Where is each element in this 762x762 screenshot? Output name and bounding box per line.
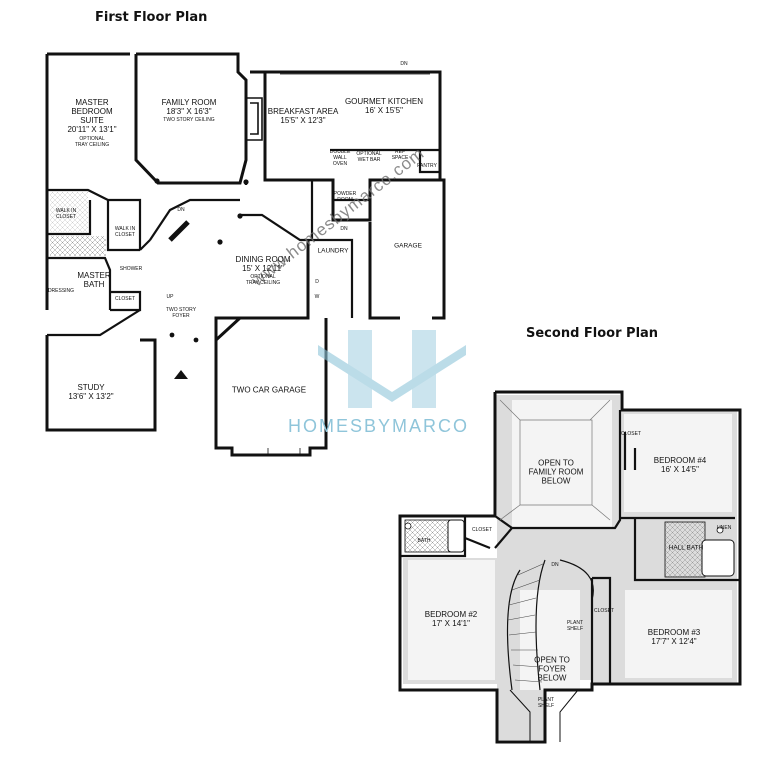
dining-room-note: OPTIONAL TRAY CEILING xyxy=(245,274,281,286)
closet-label: CLOSET xyxy=(114,296,136,302)
first-floor-plan xyxy=(45,52,446,457)
first-floor-title: First Floor Plan xyxy=(95,10,208,25)
stair-treads xyxy=(507,562,546,683)
open-to-family-room-label: OPEN TO FAMILY ROOM BELOW xyxy=(528,458,584,486)
second-floor-outer-wall xyxy=(398,390,742,744)
dryer-label: D xyxy=(315,279,319,285)
two-car-garage-label: TWO CAR GARAGE xyxy=(231,385,307,395)
window-lines xyxy=(280,71,430,75)
up-label: UP xyxy=(166,294,174,300)
garage-door-marks xyxy=(267,448,301,455)
second-floor-title: Second Floor Plan xyxy=(526,326,659,341)
second-floor-interior-walls xyxy=(400,410,740,684)
master-suite-note: OPTIONAL TRAY CEILING xyxy=(74,136,110,148)
walk-in-closet-2-label: WALK IN CLOSET xyxy=(114,226,136,238)
second-floor-plan xyxy=(398,390,742,744)
family-room-label: FAMILY ROOM 18'3" X 16'3" xyxy=(161,98,217,116)
bath-tile xyxy=(404,519,451,553)
laundry-dn-label: DN xyxy=(340,226,348,232)
master-bath-tile xyxy=(50,236,106,256)
bedroom-2-label: BEDROOM #2 17' X 14'1" xyxy=(424,610,478,628)
second-floor-curved-stair xyxy=(506,559,594,691)
watermark-brand: HOMESBYMARCO xyxy=(288,416,470,436)
kitchen-dn-label: DN xyxy=(400,61,408,67)
shower-label: SHOWER xyxy=(119,266,143,272)
second-floor-dn-label: DN xyxy=(551,562,559,568)
master-suite-label: MASTER BEDROOM SUITE 20'11" X 13'1" xyxy=(67,98,117,134)
plant-shelf-1-label: PLANT SHELF xyxy=(566,620,584,632)
family-room-note: TWO STORY CEILING xyxy=(163,117,215,123)
first-floor-interior-walls xyxy=(47,148,440,337)
wet-bar-label: OPTIONAL WET BAR xyxy=(356,151,382,163)
washer-label: W xyxy=(314,294,320,300)
sink-icon-2 xyxy=(716,526,724,534)
first-floor-outer-wall xyxy=(45,52,446,457)
closet-mid-label: CLOSET xyxy=(593,608,615,614)
column-posts xyxy=(154,178,249,343)
double-wall-oven-label: DOUBLE WALL OVEN xyxy=(329,149,351,167)
second-floor-light-rooms xyxy=(408,400,732,690)
master-bath-label: MASTER BATH xyxy=(77,271,111,289)
entry-arrow-icon xyxy=(174,370,188,379)
linen-label: LINEN xyxy=(716,525,732,531)
dressing-label: DRESSING xyxy=(47,288,75,294)
first-floor-stair xyxy=(168,220,190,242)
sink-icon xyxy=(404,522,412,530)
dining-room-label: DINING ROOM 15' X 12'11" xyxy=(235,255,291,273)
pantry-label: PANTRY xyxy=(417,163,437,169)
hall-bath-label: HALL BATH xyxy=(668,544,704,552)
hall-bath-tub xyxy=(701,539,735,577)
kitchen-label: GOURMET KITCHEN 16' X 15'5" xyxy=(344,97,424,115)
foyer-label: TWO STORY FOYER xyxy=(165,307,197,319)
bedroom-4-label: BEDROOM #4 16' X 14'5" xyxy=(653,456,707,474)
stair-dn-label: DN xyxy=(177,207,185,213)
walk-in-closet-tile xyxy=(50,192,88,232)
closet-top-label: CLOSET xyxy=(620,431,642,437)
bath-tub xyxy=(447,519,465,553)
bath-label: BATH xyxy=(417,538,431,544)
laundry-label: LAUNDRY xyxy=(317,247,349,255)
walk-in-closet-1-label: WALK IN CLOSET xyxy=(55,208,77,220)
open-to-foyer-label: OPEN TO FOYER BELOW xyxy=(534,655,570,683)
garage-label: GARAGE xyxy=(394,242,422,250)
fireplace xyxy=(246,97,263,141)
powder-room-label: POWDER ROOM xyxy=(333,191,357,203)
bedroom-3-label: BEDROOM #3 17'7" X 12'4" xyxy=(647,628,701,646)
study-label: STUDY 13'6" X 13'2" xyxy=(68,383,114,401)
open-to-below-lines xyxy=(499,399,611,521)
plant-shelf-2-label: PLANT SHELF xyxy=(537,697,555,709)
lower-plant-shelf xyxy=(509,689,579,742)
breakfast-area-label: BREAKFAST AREA 15'5" X 12'3" xyxy=(267,107,339,125)
ref-space-label: REF SPACE xyxy=(391,149,409,161)
closet-left-label: CLOSET xyxy=(471,527,493,533)
